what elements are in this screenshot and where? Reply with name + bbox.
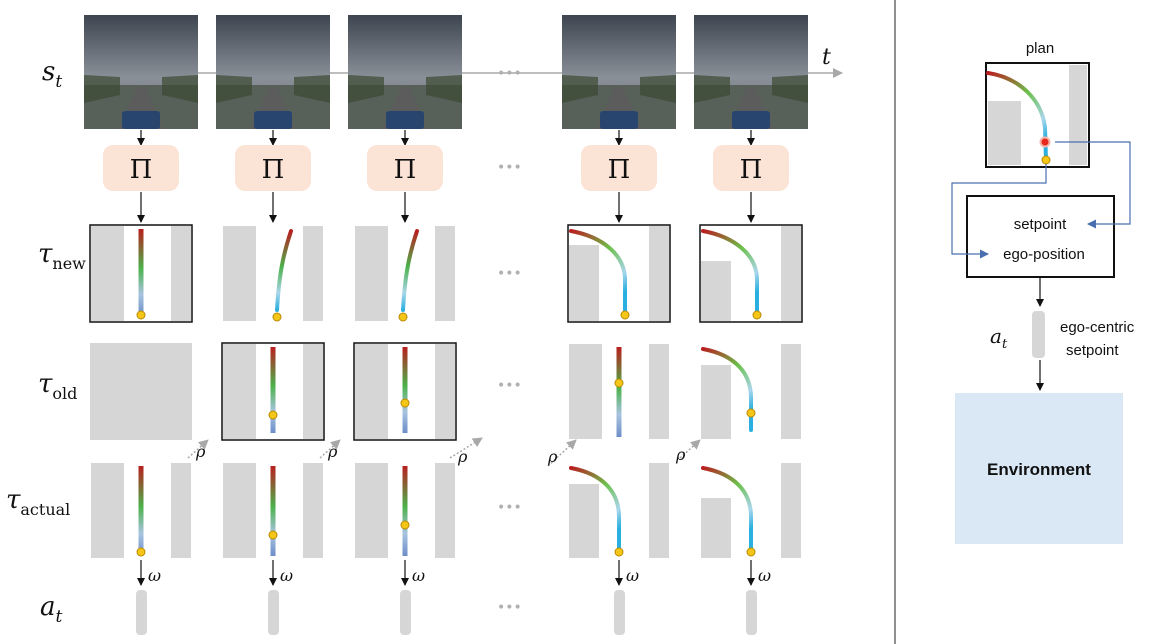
environment-box (955, 393, 1123, 544)
tau-old-map-0 (90, 343, 192, 440)
tau-old-map-3 (568, 343, 670, 440)
ego-position-arrow (951, 164, 1047, 259)
ego-position-marker (614, 378, 624, 388)
environment-label: Environment (987, 460, 1091, 479)
plan-label: plan (1026, 40, 1054, 57)
tau-old-map-2 (353, 342, 457, 441)
rho-arrow (319, 439, 341, 459)
action-bar-3 (614, 590, 625, 635)
ellipsis-tau-old: ••• (497, 378, 522, 394)
ego-position-marker (746, 547, 756, 557)
row-label-tau-actual: τactual (6, 485, 70, 519)
camera-frame-4 (694, 15, 808, 129)
tau-new-map-3 (567, 224, 671, 323)
ego-position-marker (398, 312, 408, 322)
ego-position-marker (746, 408, 756, 418)
action-bar-1 (268, 590, 279, 635)
ego-position-marker (268, 410, 278, 420)
omega-label: ω (280, 566, 293, 585)
time-axis-label: t (822, 45, 831, 70)
row-label-tau-new: τnew (38, 239, 86, 273)
row-label-action: at (40, 592, 63, 627)
tau-old-map-4 (700, 343, 802, 440)
policy-symbol: Π (262, 155, 285, 185)
setpoint-label: setpoint (1014, 216, 1067, 233)
policy-symbol: Π (608, 155, 631, 185)
ego-position-marker (268, 530, 278, 540)
policy-box-1: Π (235, 145, 311, 191)
egocentric-label-2: setpoint (1066, 342, 1119, 359)
omega-label: ω (758, 566, 771, 585)
camera-frame-2 (348, 15, 462, 129)
action-bar-0 (136, 590, 147, 635)
ego-position-marker (136, 310, 146, 320)
plan-trajectory (986, 71, 1048, 162)
ego-position-marker (136, 547, 146, 557)
ego-position-marker (400, 520, 410, 530)
tau-actual-map-2 (354, 462, 456, 559)
tau-actual-map-3 (568, 462, 670, 559)
row-label-state: st (42, 57, 62, 92)
policy-symbol: Π (740, 155, 763, 185)
policy-box-2: Π (367, 145, 443, 191)
ellipsis-state: ••• (497, 66, 522, 82)
omega-label: ω (412, 566, 425, 585)
camera-frame-1 (216, 15, 330, 129)
tau-actual-map-1 (222, 462, 324, 559)
camera-frame-3 (562, 15, 676, 129)
tau-new-map-2 (354, 225, 456, 322)
timestep-column-1 (216, 15, 330, 129)
ellipsis-policy: ••• (497, 160, 522, 176)
action-bar-4 (746, 590, 757, 635)
camera-frame-0 (84, 15, 198, 129)
ego-position-marker (752, 310, 762, 320)
ego-position-marker (400, 398, 410, 408)
action-bar-2 (400, 590, 411, 635)
tau-actual-map-0 (90, 462, 192, 559)
timestep-column-2 (348, 15, 462, 129)
ellipsis-action: ••• (497, 600, 522, 616)
rho-arrow (679, 439, 701, 459)
setpoint-box: setpoint ego-position (966, 195, 1115, 278)
egocentric-label: ego-centric (1060, 319, 1135, 336)
ego-position-marker (272, 312, 282, 322)
rho-label: ρ (195, 442, 206, 461)
tau-old-map-1 (221, 342, 325, 441)
rho-label: ρ (327, 442, 338, 461)
ego-position-label: ego-position (1003, 246, 1085, 263)
timestep-column-0 (84, 15, 198, 129)
policy-symbol: Π (394, 155, 417, 185)
rho-label: ρ (547, 447, 558, 466)
plan-start-point (1041, 155, 1051, 165)
ellipsis-tau-actual: ••• (497, 500, 522, 516)
tau-new-map-4 (699, 224, 803, 323)
timestep-column-4 (694, 15, 808, 129)
omega-label: ω (626, 566, 639, 585)
action-bar (1032, 311, 1045, 358)
policy-box-4: Π (713, 145, 789, 191)
policy-box-0: Π (103, 145, 179, 191)
timestep-column-3 (562, 15, 676, 129)
tau-new-map-0 (89, 224, 193, 323)
ellipsis-tau-new: ••• (497, 266, 522, 282)
tau-actual-map-4 (700, 462, 802, 559)
action-label: at (990, 324, 1008, 352)
timestep-columns: Π Π Π Π Πρ ρ ρ ρ ρ ω ω ω ω ω (84, 15, 808, 635)
ego-position-marker (620, 310, 630, 320)
rho-label: ρ (675, 445, 686, 464)
tau-new-map-1 (222, 225, 324, 322)
plan-map (985, 62, 1090, 168)
plan-current-point (1039, 136, 1051, 148)
policy-symbol: Π (130, 155, 153, 185)
setpoint-arrow (1055, 141, 1131, 229)
omega-label: ω (148, 566, 161, 585)
row-label-tau-old: τold (38, 369, 77, 403)
ego-position-marker (614, 547, 624, 557)
policy-box-3: Π (581, 145, 657, 191)
rho-label: ρ (457, 447, 468, 466)
rho-arrow (187, 439, 209, 459)
